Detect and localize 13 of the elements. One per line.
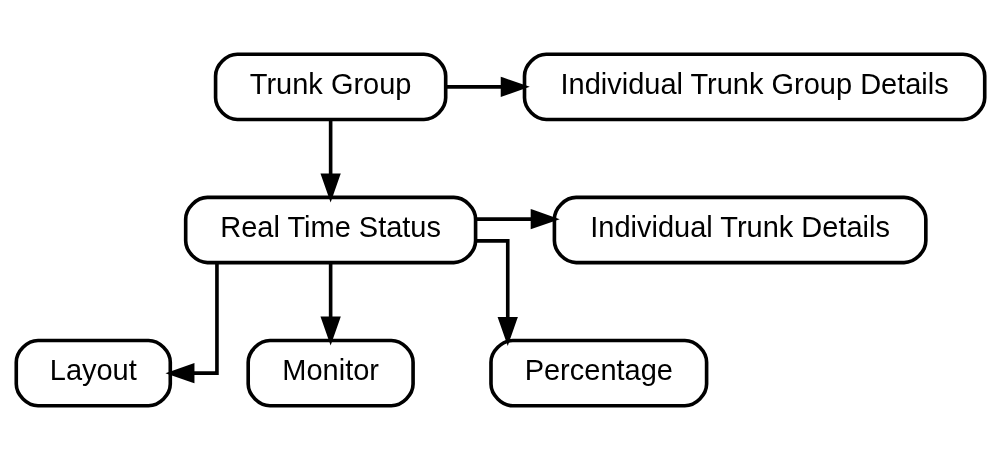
arrow — [476, 208, 560, 230]
node-box: Percentage — [489, 338, 709, 408]
node-box: Individual Trunk Group Details — [522, 52, 987, 122]
arrow — [320, 120, 341, 203]
arrow — [165, 263, 219, 384]
arrow — [445, 76, 530, 98]
node-box: Individual Trunk Details — [552, 195, 928, 265]
arrow — [476, 239, 518, 346]
arrow — [320, 263, 341, 346]
node-box: Trunk Group — [213, 52, 448, 122]
node-box: Monitor — [246, 338, 415, 408]
node-box: Layout — [14, 338, 173, 408]
node-box: Real Time Status — [183, 195, 478, 265]
